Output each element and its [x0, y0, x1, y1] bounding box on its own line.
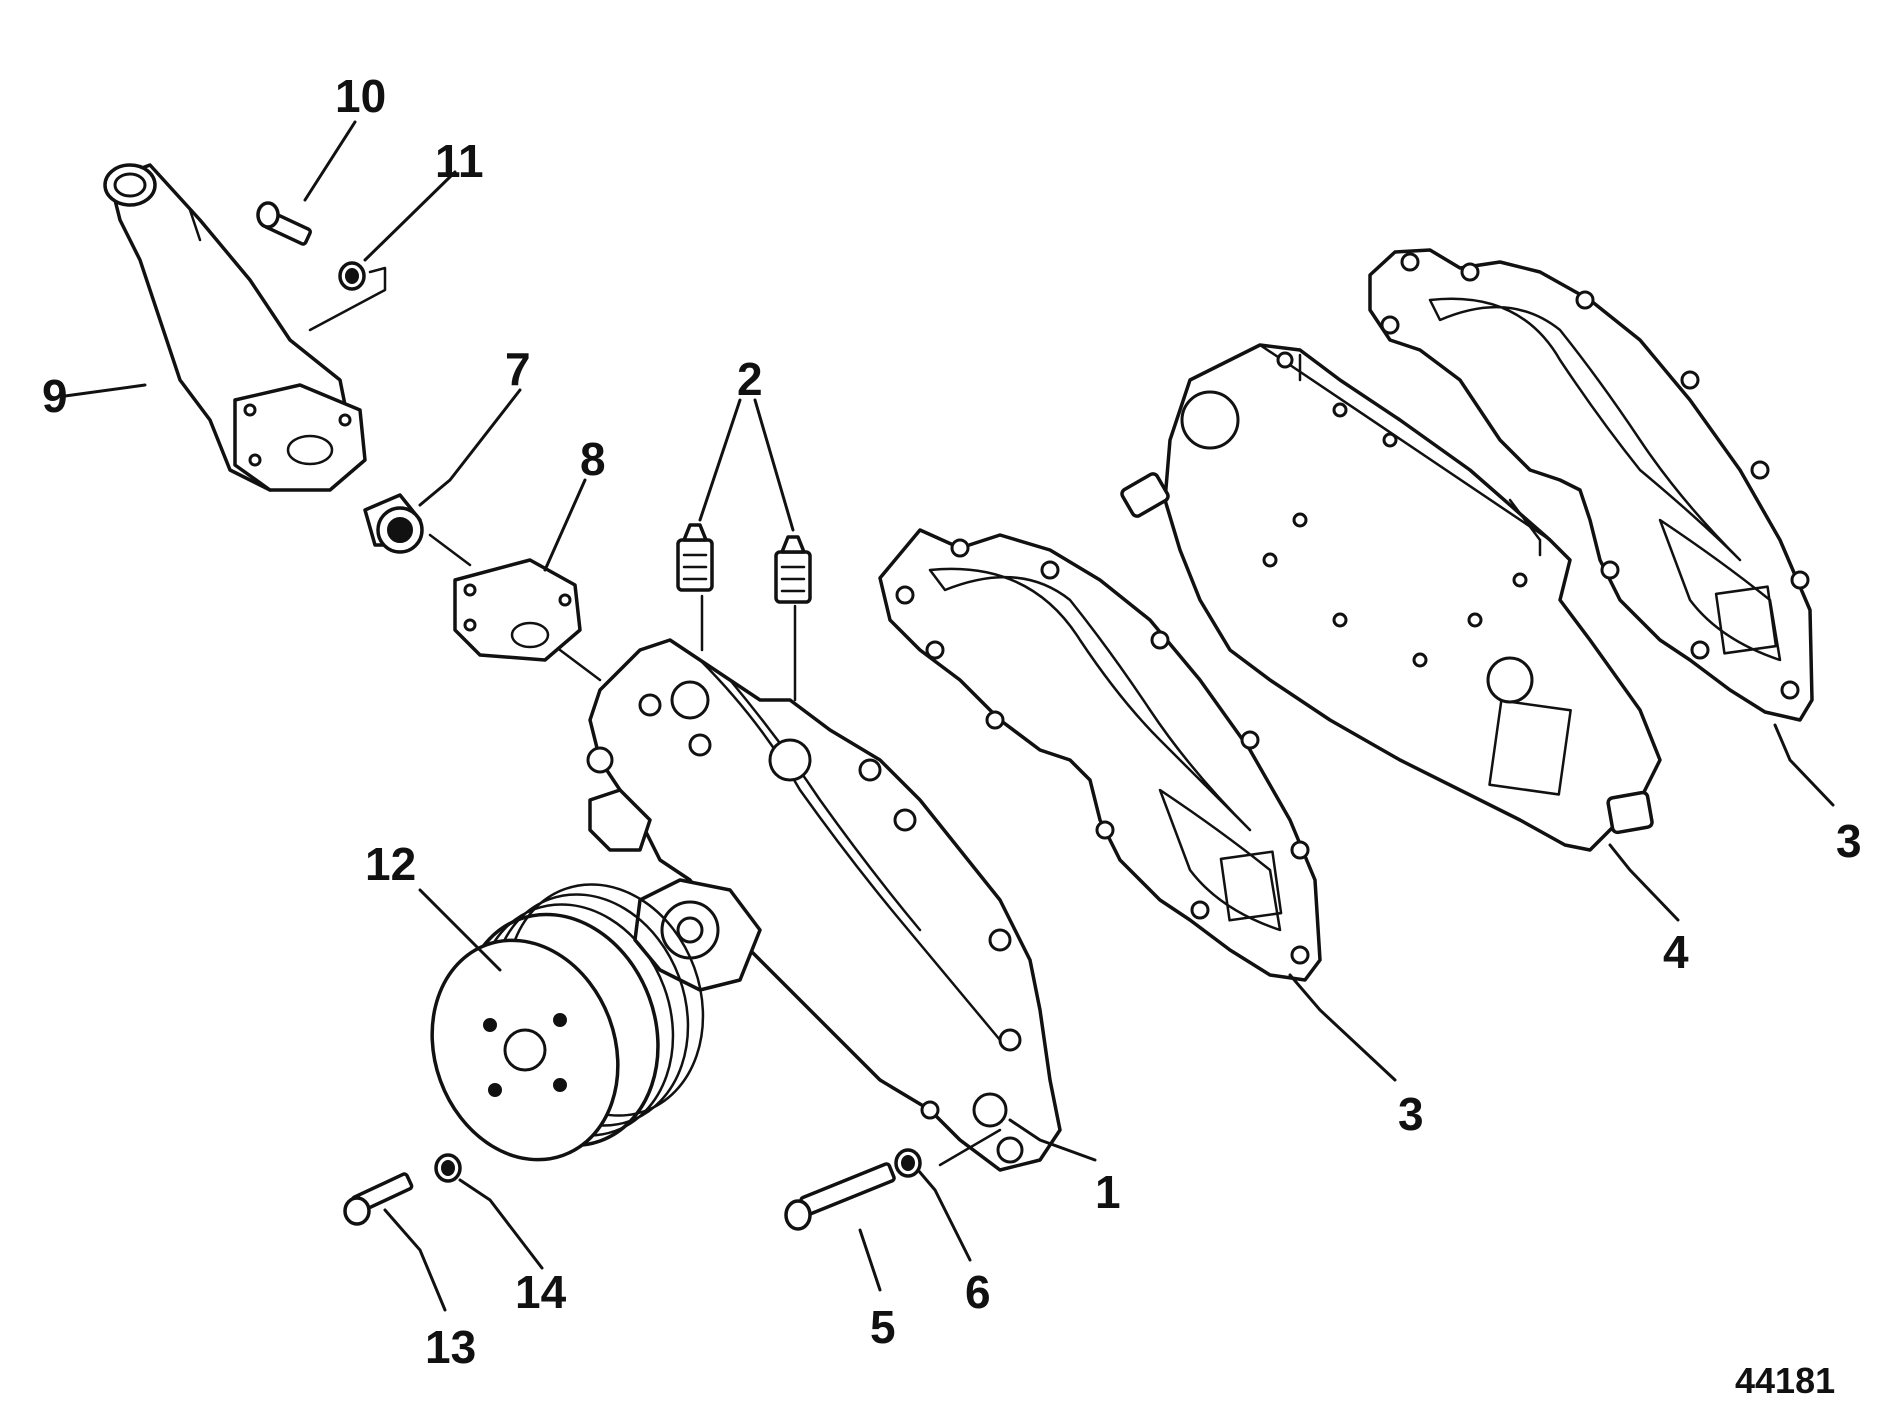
thermostat-housing-elbow — [103, 163, 367, 492]
callout-7: 7 — [505, 343, 531, 395]
callout-14: 14 — [515, 1266, 567, 1318]
bolt-13 — [343, 1172, 414, 1226]
bolt-10 — [256, 201, 312, 246]
callout-13: 13 — [425, 1321, 476, 1373]
washer-14 — [434, 1153, 462, 1183]
washer-11 — [338, 261, 366, 291]
callout-5: 5 — [870, 1301, 896, 1353]
callout-10: 10 — [335, 70, 386, 122]
thermostat — [363, 493, 424, 554]
leader-lines — [63, 120, 1835, 1312]
adapter-housing — [453, 558, 582, 662]
cover-plate — [1120, 343, 1662, 852]
pulley — [430, 883, 705, 1162]
washer-6 — [894, 1148, 922, 1178]
reference-number: 44181 — [1735, 1360, 1835, 1401]
callout-6: 6 — [965, 1266, 991, 1318]
rear-gasket — [1368, 248, 1814, 722]
callout-3-rear-gasket: 3 — [1836, 815, 1862, 867]
pipe-plugs — [676, 523, 812, 604]
callout-4: 4 — [1663, 926, 1689, 978]
callout-1: 1 — [1095, 1166, 1121, 1218]
callout-2: 2 — [737, 353, 763, 405]
callout-8: 8 — [580, 433, 606, 485]
water-pump-housing — [586, 638, 1062, 1172]
front-gasket — [878, 528, 1322, 982]
bolt-5 — [784, 1162, 896, 1231]
callout-labels: 1 2 3 3 4 5 6 7 8 9 10 11 12 13 14 44181 — [42, 70, 1862, 1401]
callout-11: 11 — [435, 135, 484, 187]
callout-9: 9 — [42, 370, 68, 422]
callout-3-front-gasket: 3 — [1398, 1088, 1424, 1140]
callout-12: 12 — [365, 838, 416, 890]
